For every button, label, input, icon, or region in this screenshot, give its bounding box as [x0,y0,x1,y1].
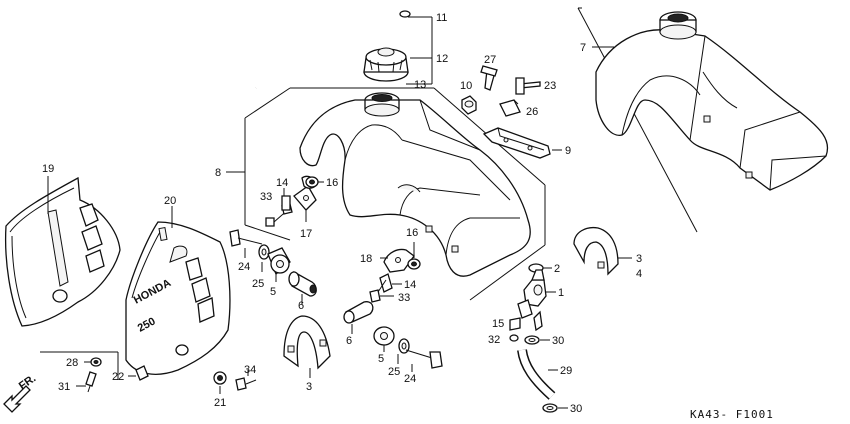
washer-25-left [258,244,270,272]
shroud-19 [5,176,121,327]
part-label-27: 27 [484,54,496,66]
part-label-25-left: 25 [252,278,264,290]
part-label-12: 12 [436,53,448,65]
part-labels: 11 12 13 27 10 23 26 9 7 8 16 14 33 17 1… [42,12,642,415]
part-label-19: 19 [42,163,54,175]
grommet-28 [84,357,102,367]
part-label-5-left: 5 [270,286,276,298]
part-label-4: 4 [636,268,642,280]
collar-6-right [343,301,374,334]
part-label-15: 15 [492,318,504,330]
part-label-6-right: 6 [346,335,352,347]
part-label-22: 22 [112,371,124,383]
part-label-9: 9 [565,145,571,157]
clip-30-lower [542,403,568,413]
grommet-16-top [305,176,324,188]
part-label-2: 2 [554,263,560,275]
bolt-22 [128,365,149,381]
part-label-7: 7 [580,42,586,54]
screw-23 [515,77,541,95]
part-label-3-left: 3 [306,381,312,393]
part-label-10: 10 [460,80,472,92]
front-direction-label: FR. [17,372,38,392]
rubber-5-left [267,247,291,282]
washer-25-right [397,338,410,364]
part-label-24-left: 24 [238,261,250,273]
fuel-hose-29 [517,349,558,400]
bottom-left-group-frame [40,351,119,380]
tank-band-9 [482,127,562,159]
bolt-24-right [405,349,443,372]
bolt-31 [76,371,97,393]
clip-30-upper [524,335,550,345]
part-label-13: 13 [414,79,426,91]
bolt-24-left [229,229,263,258]
part-label-8: 8 [215,167,221,179]
bolt-27 [480,65,498,91]
cap-callout-lines [406,16,433,85]
bolt-34 [235,370,257,391]
fuel-cap [363,47,409,82]
part-label-16-top: 16 [326,177,338,189]
part-label-21: 21 [214,397,226,409]
part-label-17: 17 [300,228,312,240]
part-label-33-top: 33 [260,191,272,203]
fuel-valve-1 [517,269,556,332]
part-label-32: 32 [488,334,500,346]
fuel-tank-alt-illustration [577,7,829,233]
washer-32 [509,334,519,342]
part-label-18: 18 [360,253,372,265]
part-label-3-right: 3 [636,253,642,265]
part-label-14-mid: 14 [404,279,416,291]
rubber-5-right [373,326,395,352]
part-label-28: 28 [66,357,78,369]
part-label-29: 29 [560,365,572,377]
part-label-23: 23 [544,80,556,92]
screw-15 [509,317,521,331]
part-label-30-lower: 30 [570,403,582,415]
part-label-33-mid: 33 [398,292,410,304]
part-label-24-right: 24 [404,373,416,385]
bolt-14-mid [379,273,402,293]
diagram-code: KA43- F1001 [690,408,774,421]
part-label-25-right: 25 [388,366,400,378]
part-label-5-right: 5 [378,353,384,365]
part-label-11: 11 [436,12,447,24]
part-label-20: 20 [164,195,176,207]
strap-3-left [283,315,331,378]
breather-tube [254,10,411,90]
part-label-1: 1 [558,287,564,299]
front-direction-arrow: FR. [3,372,38,413]
collar-10 [461,95,477,115]
shroud-20: HONDA 250 [125,206,231,375]
bolt-33-mid [369,279,394,303]
part-label-30-upper: 30 [552,335,564,347]
grommet-16-mid [407,242,421,270]
collar-6-left [288,270,317,304]
bolt-14-left [281,188,291,211]
bracket-18 [380,248,415,273]
part-label-34: 34 [244,364,256,376]
strap-3-right [573,226,632,276]
fuel-tank-main-illustration [299,92,531,277]
grommet-21 [213,371,227,394]
part-label-31: 31 [58,381,70,393]
part-label-26: 26 [526,106,538,118]
part-label-14-top: 14 [276,177,288,189]
rubber-26 [499,99,521,117]
part-label-6-left: 6 [298,300,304,312]
part-label-16-mid: 16 [406,227,418,239]
